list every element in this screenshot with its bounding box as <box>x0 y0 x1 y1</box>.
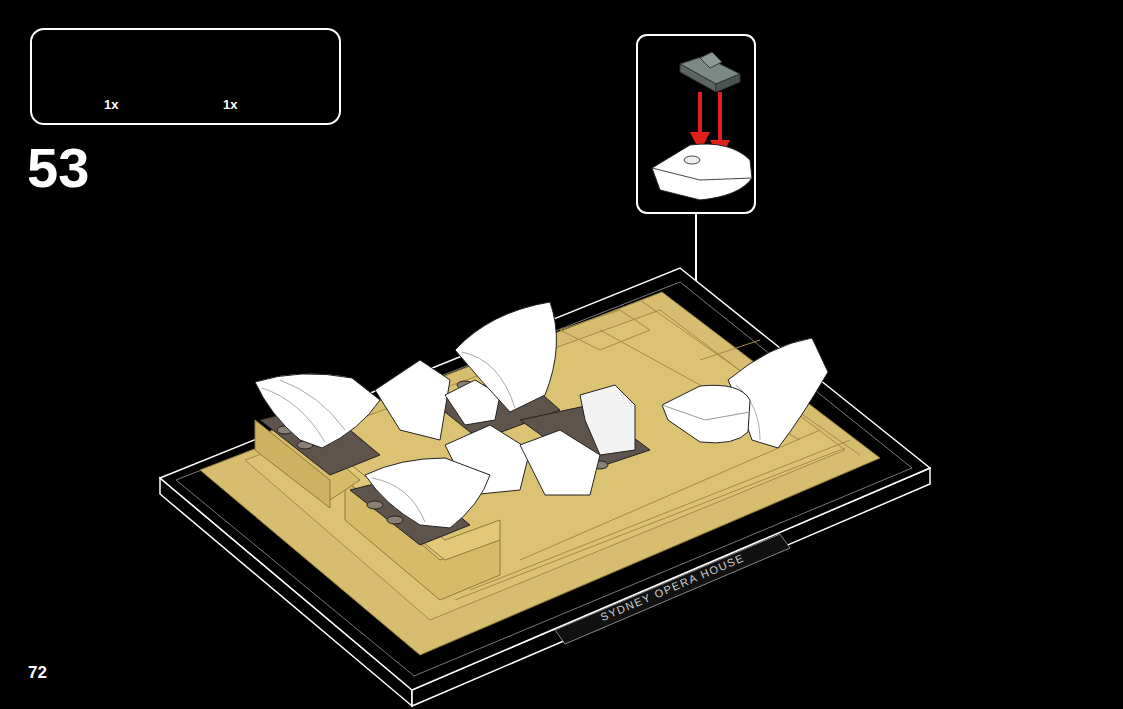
opera-house-model <box>160 268 930 706</box>
page-number: 72 <box>28 664 47 681</box>
step-number: 53 <box>27 140 89 196</box>
part-quantity: 1x <box>223 97 237 112</box>
part-quantity: 1x <box>104 97 118 112</box>
parts-list-box: 1x 1x <box>30 28 341 125</box>
nameplate-text: SYDNEY OPERA HOUSE <box>599 553 746 624</box>
